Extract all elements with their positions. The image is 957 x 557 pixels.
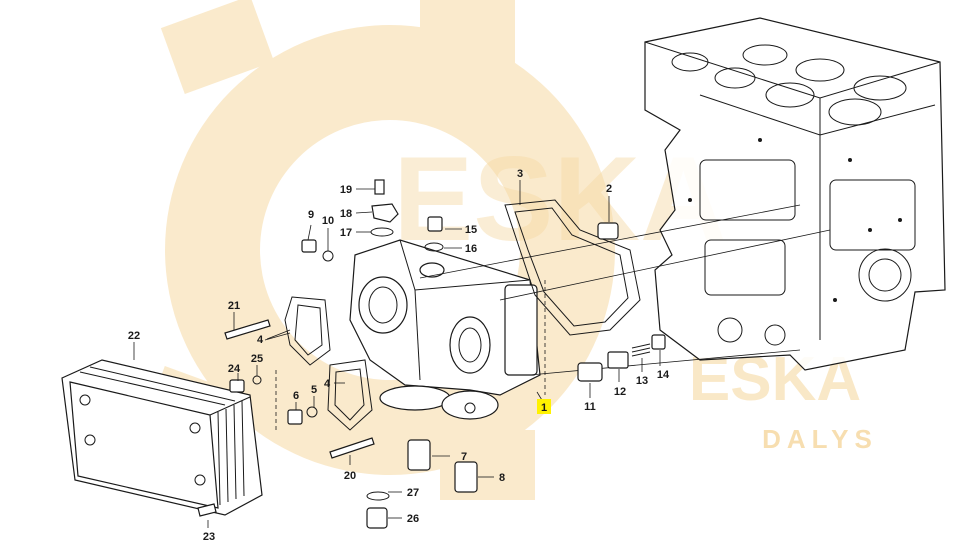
callout-20[interactable]: 20: [344, 470, 356, 482]
block-gasket: [504, 199, 641, 336]
callout-17[interactable]: 17: [340, 227, 352, 239]
housing-gasket-left: [284, 296, 331, 366]
callout-13[interactable]: 13: [636, 375, 648, 387]
oil-cooler: [61, 359, 263, 516]
housing-gasket-lower: [327, 359, 373, 431]
callout-12[interactable]: 12: [614, 386, 626, 398]
callout-14[interactable]: 14: [657, 369, 670, 381]
callout-labels: 1 2 3 4 4 5 6 7 8 9 10 11 12 13 14 15 16…: [128, 168, 670, 543]
callout-8[interactable]: 8: [499, 472, 505, 484]
callout-7[interactable]: 7: [461, 451, 467, 463]
callout-3[interactable]: 3: [517, 168, 523, 180]
callout-22[interactable]: 22: [128, 330, 140, 342]
callout-11[interactable]: 11: [584, 401, 596, 413]
callout-5[interactable]: 5: [311, 384, 317, 396]
callout-21[interactable]: 21: [228, 300, 240, 312]
callout-1[interactable]: 1: [541, 402, 547, 414]
callout-6[interactable]: 6: [293, 390, 299, 402]
callout-4-lower[interactable]: 4: [324, 378, 331, 390]
callout-26[interactable]: 26: [407, 513, 419, 525]
callout-25[interactable]: 25: [251, 353, 263, 365]
engine-block: [644, 17, 946, 371]
leader-lines: [133, 180, 661, 528]
callout-15[interactable]: 15: [465, 224, 477, 236]
callout-23[interactable]: 23: [203, 531, 215, 543]
callout-27[interactable]: 27: [407, 487, 419, 499]
callout-24[interactable]: 24: [228, 363, 241, 375]
callout-16[interactable]: 16: [465, 243, 477, 255]
callout-2[interactable]: 2: [606, 183, 612, 195]
callout-18[interactable]: 18: [340, 208, 352, 220]
callout-1-highlight: [537, 399, 551, 414]
callout-9[interactable]: 9: [308, 209, 314, 221]
callout-4-upper[interactable]: 4: [257, 334, 264, 346]
callout-10[interactable]: 10: [322, 215, 334, 227]
watermark-subtitle-text: DALYS: [762, 424, 878, 454]
callout-19[interactable]: 19: [340, 184, 352, 196]
filter-housing: [349, 239, 541, 420]
small-parts: [197, 179, 666, 529]
